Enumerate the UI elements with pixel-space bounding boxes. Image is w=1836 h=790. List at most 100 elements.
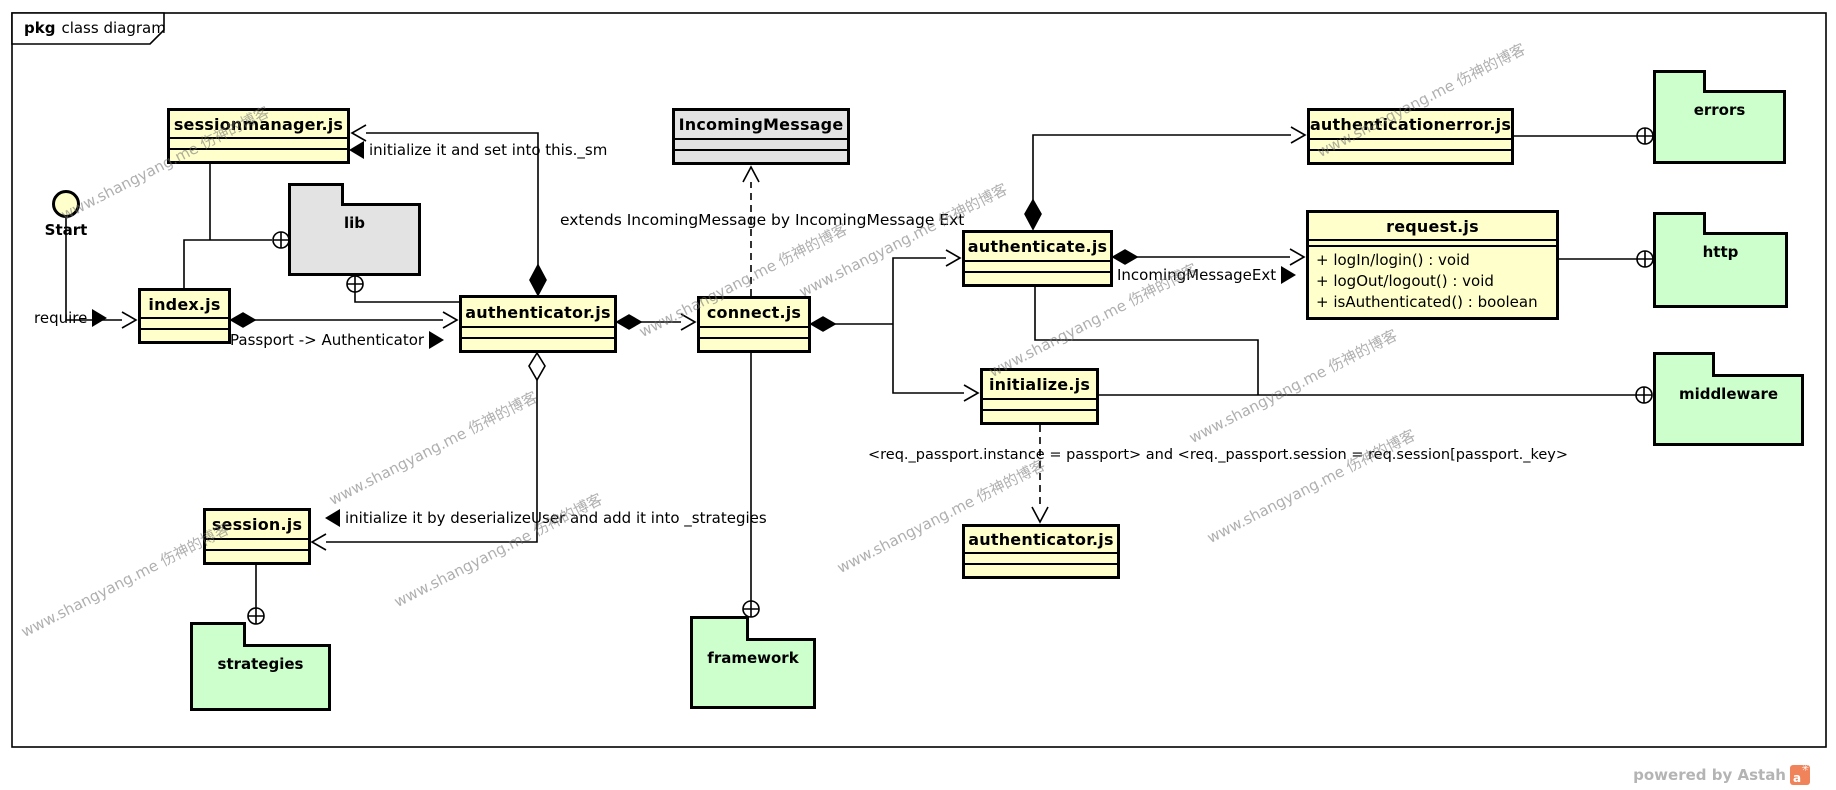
class-authenticator: authenticator.js bbox=[459, 295, 617, 353]
label-extends-incoming: extends IncomingMessage by IncomingMessa… bbox=[560, 211, 964, 229]
class-initialize-name: initialize.js bbox=[988, 375, 1091, 394]
package-http: http bbox=[1653, 232, 1788, 308]
filled-triangle-left-icon bbox=[325, 509, 340, 527]
class-index-name: index.js bbox=[148, 294, 221, 314]
edge-connect-framework bbox=[742, 353, 760, 618]
label-passport-authenticator: Passport -> Authenticator bbox=[230, 331, 445, 349]
edge-authenticator-connect bbox=[615, 313, 697, 331]
class-initialize-attrs bbox=[983, 398, 1096, 409]
footer: powered by Astah a ✳ bbox=[1633, 764, 1810, 785]
filled-triangle-right-icon bbox=[429, 331, 445, 349]
package-http-tab bbox=[1653, 212, 1706, 235]
edge-authenticate-request bbox=[1111, 248, 1306, 266]
astah-logo-star-icon: ✳ bbox=[1801, 764, 1809, 774]
package-lib: lib bbox=[288, 203, 421, 276]
start-label: Start bbox=[44, 221, 88, 239]
label-req-passport-text: <req._passport.instance = passport> and … bbox=[868, 447, 1569, 463]
class-incomingmessage-ops bbox=[675, 149, 847, 162]
class-authenticator-ops bbox=[462, 337, 614, 350]
label-incomingmessageext: IncomingMessageExt bbox=[1117, 266, 1297, 284]
start-node bbox=[52, 190, 80, 218]
edge-middleware-members bbox=[1034, 287, 1653, 404]
class-session: session.js bbox=[203, 508, 311, 565]
class-authenticationerror-name: authenticationerror.js bbox=[1309, 115, 1512, 134]
edge-authenticate-authenticationerror bbox=[1024, 126, 1307, 231]
class-incomingmessage-name: IncomingMessage bbox=[678, 115, 844, 134]
package-errors-tab bbox=[1653, 70, 1706, 93]
package-middleware: middleware bbox=[1653, 374, 1804, 446]
label-init-deserialize: initialize it by deserializeUser and add… bbox=[325, 509, 767, 527]
edge-lib-authenticator bbox=[346, 275, 459, 303]
edge-session-strategies bbox=[247, 565, 265, 625]
class-session-name: session.js bbox=[211, 515, 303, 534]
label-passport-authenticator-text: Passport -> Authenticator bbox=[230, 331, 425, 349]
filled-triangle-left-icon bbox=[349, 141, 364, 159]
label-require-text: require bbox=[34, 309, 88, 327]
label-incomingmessageext-text: IncomingMessageExt bbox=[1117, 266, 1277, 284]
package-errors: errors bbox=[1653, 90, 1786, 164]
class-incomingmessage: IncomingMessage bbox=[672, 108, 850, 165]
frame-title: class diagram bbox=[61, 19, 166, 37]
edge-connect-incomingmessage bbox=[742, 165, 760, 296]
package-middleware-tab bbox=[1653, 352, 1715, 377]
class-authenticationerror-ops bbox=[1310, 149, 1511, 162]
class-authenticate: authenticate.js bbox=[962, 230, 1113, 287]
class-request: request.js + logIn/login() : void + logO… bbox=[1306, 210, 1559, 320]
class-authenticator-bottom: authenticator.js bbox=[962, 524, 1120, 579]
class-connect-name: connect.js bbox=[706, 303, 802, 322]
edge-request-http bbox=[1559, 250, 1654, 268]
edge-initialize-authenticator bbox=[1031, 425, 1049, 524]
frame-keyword: pkg bbox=[24, 19, 56, 37]
class-incomingmessage-attrs bbox=[675, 138, 847, 149]
edge-authenticationerror-errors bbox=[1514, 127, 1654, 145]
label-init-sm-text: initialize it and set into this._sm bbox=[369, 141, 608, 159]
filled-triangle-right-icon bbox=[92, 309, 108, 327]
class-authenticator-bottom-ops bbox=[965, 563, 1117, 576]
class-index-attrs bbox=[141, 317, 228, 328]
class-authenticate-name: authenticate.js bbox=[967, 237, 1108, 256]
class-request-attrs bbox=[1309, 239, 1556, 245]
astah-logo-icon: a ✳ bbox=[1790, 764, 1810, 785]
label-require: require bbox=[34, 309, 108, 327]
class-sessionmanager-attrs bbox=[170, 137, 347, 148]
class-authenticator-bottom-name: authenticator.js bbox=[968, 530, 1114, 549]
filled-triangle-right-icon bbox=[1281, 266, 1297, 284]
class-sessionmanager-ops bbox=[170, 148, 347, 161]
edge-connect-branch bbox=[809, 249, 980, 402]
package-strategies: strategies bbox=[190, 644, 331, 711]
class-connect-attrs bbox=[700, 326, 808, 337]
edge-authenticator-session bbox=[310, 351, 546, 551]
frame-border bbox=[11, 12, 1827, 748]
label-req-passport: <req._passport.instance = passport> and … bbox=[868, 447, 1568, 463]
package-framework: framework bbox=[690, 638, 816, 709]
class-sessionmanager-name: sessionmanager.js bbox=[173, 114, 344, 134]
frame-tab: pkg class diagram bbox=[24, 19, 166, 37]
class-index: index.js bbox=[138, 288, 231, 344]
class-authenticator-bottom-attrs bbox=[965, 552, 1117, 563]
class-session-attrs bbox=[206, 538, 308, 549]
label-init-sm: initialize it and set into this._sm bbox=[349, 141, 607, 159]
astah-logo-letter: a bbox=[1793, 771, 1802, 785]
class-authenticationerror: authenticationerror.js bbox=[1307, 108, 1514, 165]
class-authenticate-ops bbox=[965, 271, 1110, 284]
edge-lib-members bbox=[183, 163, 290, 288]
class-initialize: initialize.js bbox=[980, 368, 1099, 425]
class-session-ops bbox=[206, 549, 308, 562]
class-index-ops bbox=[141, 328, 228, 341]
method-logout: + logOut/logout() : void bbox=[1316, 272, 1494, 290]
class-request-methods: + logIn/login() : void + logOut/logout()… bbox=[1309, 245, 1556, 317]
class-authenticate-attrs bbox=[965, 260, 1110, 271]
package-strategies-tab bbox=[190, 622, 246, 647]
class-request-name: request.js bbox=[1386, 216, 1479, 236]
class-sessionmanager: sessionmanager.js bbox=[167, 108, 350, 164]
class-authenticationerror-attrs bbox=[1310, 138, 1511, 149]
package-lib-tab bbox=[288, 183, 344, 206]
class-authenticator-attrs bbox=[462, 326, 614, 337]
method-login: + logIn/login() : void bbox=[1316, 251, 1470, 269]
class-connect: connect.js bbox=[697, 296, 811, 353]
method-isauthenticated: + isAuthenticated() : boolean bbox=[1316, 293, 1538, 311]
edge-index-authenticator bbox=[229, 311, 459, 329]
powered-by-text: powered by Astah bbox=[1633, 766, 1786, 784]
